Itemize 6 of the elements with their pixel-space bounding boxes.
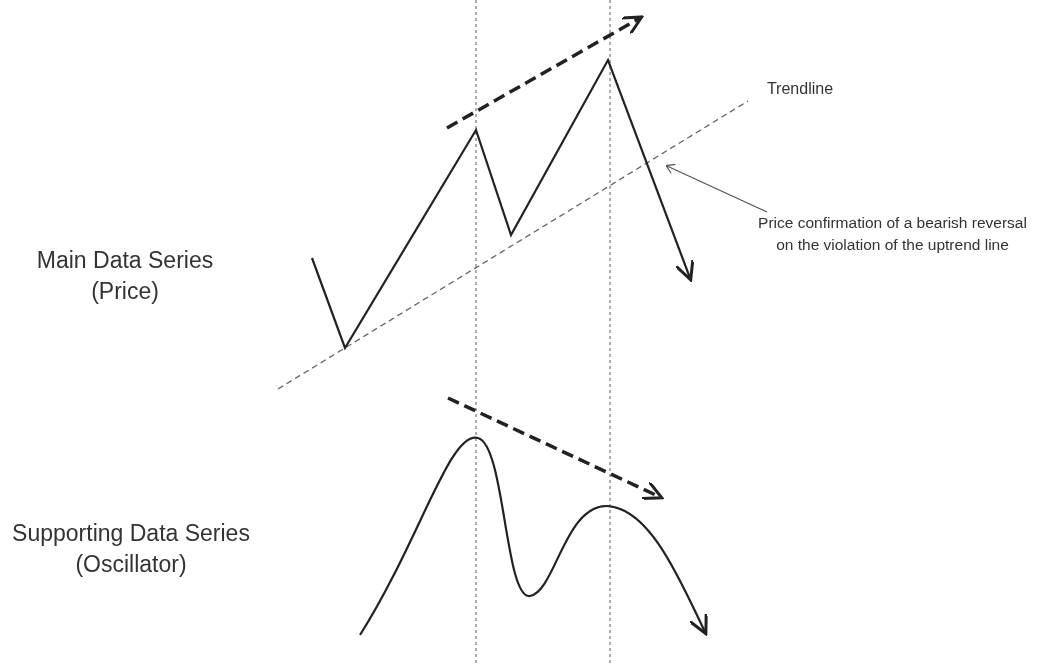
line-label: Trendline (765, 79, 835, 99)
series-label: Main Data Series (Price) (35, 246, 215, 307)
leader-line (665, 163, 768, 213)
trendline (277, 100, 749, 390)
series-label: Supporting Data Series (Oscillator) (11, 519, 251, 580)
annotation-text: Price confirmation of a bearish reversal on the violation of the uptrend line (755, 212, 1030, 257)
